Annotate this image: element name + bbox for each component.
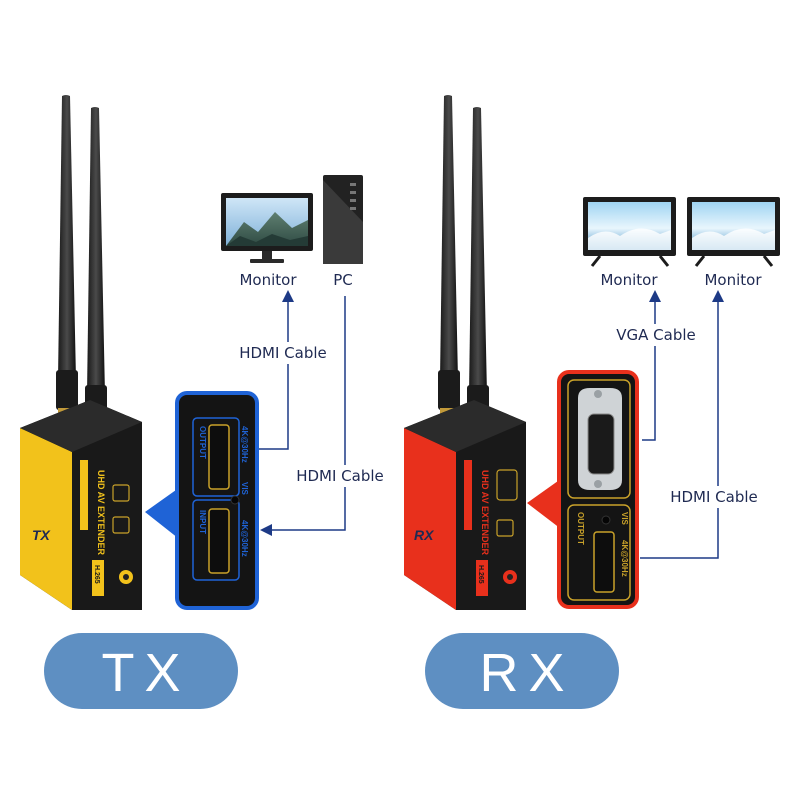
- tx-unit: UHD AV EXTENDER TX H.265: [20, 400, 142, 610]
- rx-antenna-left: [438, 95, 460, 418]
- rx-unit-title: UHD AV EXTENDER: [480, 470, 490, 556]
- tx-zoom-port-output: OUTPUT: [198, 426, 207, 459]
- tx-out-connector: [258, 290, 294, 450]
- rx-monitor-a-label: Monitor: [600, 271, 658, 289]
- tx-pc-icon: [323, 175, 363, 264]
- rx-unit: UHD AV EXTENDER RX H.265: [404, 400, 526, 610]
- tx-pc-label: PC: [333, 271, 353, 289]
- rx-pill-label: RX: [479, 643, 574, 703]
- rx-zoom-port-vis: VIS: [620, 512, 629, 526]
- tx-out-cable-label: HDMI Cable: [239, 344, 327, 362]
- tx-unit-format: H.265: [93, 565, 100, 584]
- tx-in-connector: [260, 296, 346, 536]
- rx-vga-connector: [642, 290, 661, 441]
- tx-monitor-label: Monitor: [239, 271, 297, 289]
- rx-callout-wedge: [527, 476, 565, 532]
- rx-unit-badge: RX: [414, 527, 435, 543]
- tx-zoom-port-res-in: 4K@30Hz: [240, 520, 249, 557]
- tx-antenna-left: [56, 95, 78, 418]
- rx-monitor-b-icon: [687, 197, 780, 267]
- rx-pill: RX: [425, 633, 619, 709]
- tx-unit-title: UHD AV EXTENDER: [96, 470, 106, 556]
- tx-section: Monitor PC HDMI Cable HDMI Cable UHD AV …: [20, 95, 392, 709]
- tx-pill: TX: [44, 633, 238, 709]
- tx-callout-wedge: [145, 485, 183, 542]
- rx-monitor-b-label: Monitor: [704, 271, 762, 289]
- rx-antenna-right: [467, 107, 489, 436]
- rx-zoom-port-res: 4K@30Hz: [620, 540, 629, 577]
- tx-zoom-port-res-out: 4K@30Hz: [240, 426, 249, 463]
- rx-zoom-port-output: OUTPUT: [576, 512, 585, 545]
- rx-hdmi-cable-label: HDMI Cable: [670, 488, 758, 506]
- rx-vga-cable-label: VGA Cable: [616, 326, 696, 344]
- rx-monitor-a-icon: [583, 197, 676, 267]
- tx-zoom-port-vis: VIS: [240, 482, 249, 496]
- tx-zoom-port-input: INPUT: [198, 510, 207, 534]
- tx-in-cable-label: HDMI Cable: [296, 467, 384, 485]
- rx-section: Monitor Monitor VGA Cable HDMI Cable UHD…: [404, 95, 780, 709]
- rx-zoom-panel: OUTPUT VIS 4K@30Hz: [557, 370, 639, 609]
- tx-unit-badge: TX: [32, 527, 52, 543]
- rx-hdmi-connector: [640, 290, 724, 559]
- tx-zoom-panel: OUTPUT INPUT VIS 4K@30Hz 4K@30Hz: [175, 391, 259, 610]
- tx-pill-label: TX: [101, 643, 190, 703]
- tx-monitor-icon: [221, 193, 313, 263]
- rx-unit-format: H.265: [477, 565, 484, 584]
- tx-antenna-right: [85, 107, 107, 436]
